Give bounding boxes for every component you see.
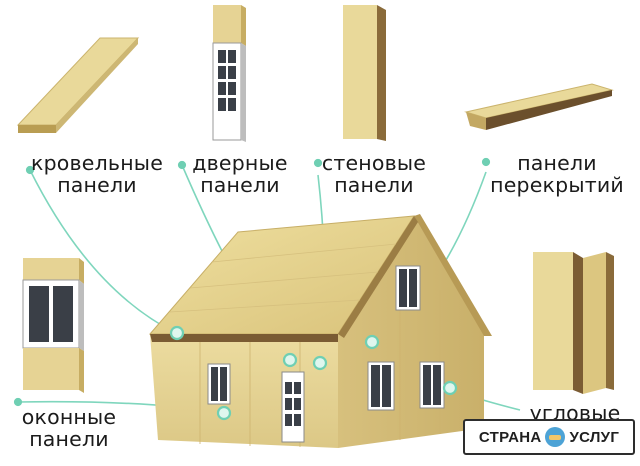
label-window-panels: оконные панели — [6, 406, 132, 450]
door-panel-sample — [212, 5, 246, 142]
roof-panel-sample — [16, 37, 140, 133]
label-floor-line1: панели — [517, 151, 597, 175]
handshake-icon — [545, 427, 566, 447]
label-roof-panels: кровельные панели — [14, 152, 180, 196]
label-door-line1: дверные — [192, 151, 288, 175]
window-panel-sample — [22, 258, 84, 393]
floor-panel-sample — [464, 83, 614, 130]
wall-panel-sample — [343, 5, 386, 141]
label-window-line2: панели — [29, 427, 109, 451]
label-wall-line1: стеновые — [321, 151, 427, 175]
label-wall-line2: панели — [334, 173, 414, 197]
label-door-line2: панели — [200, 173, 280, 197]
label-corner-panels: угловые — [520, 402, 630, 424]
house-illustration — [148, 214, 492, 448]
label-floor-line2: перекрытий — [490, 173, 624, 197]
label-wall-panels: стеновые панели — [308, 152, 440, 196]
corner-panel-sample — [533, 252, 614, 394]
label-window-line1: оконные — [21, 405, 117, 429]
label-roof-line1: кровельные — [30, 151, 164, 175]
label-corner-line1: угловые — [529, 401, 621, 425]
watermark-left-text: СТРАНА — [478, 428, 542, 446]
connector-markers — [13, 157, 491, 421]
label-door-panels: дверные панели — [180, 152, 300, 196]
watermark-right-text: УСЛУГ — [569, 428, 620, 446]
label-floor-panels: панели перекрытий — [478, 152, 636, 196]
watermark-logo: СТРАНА УСЛУГ — [463, 419, 635, 455]
label-roof-line2: панели — [57, 173, 137, 197]
